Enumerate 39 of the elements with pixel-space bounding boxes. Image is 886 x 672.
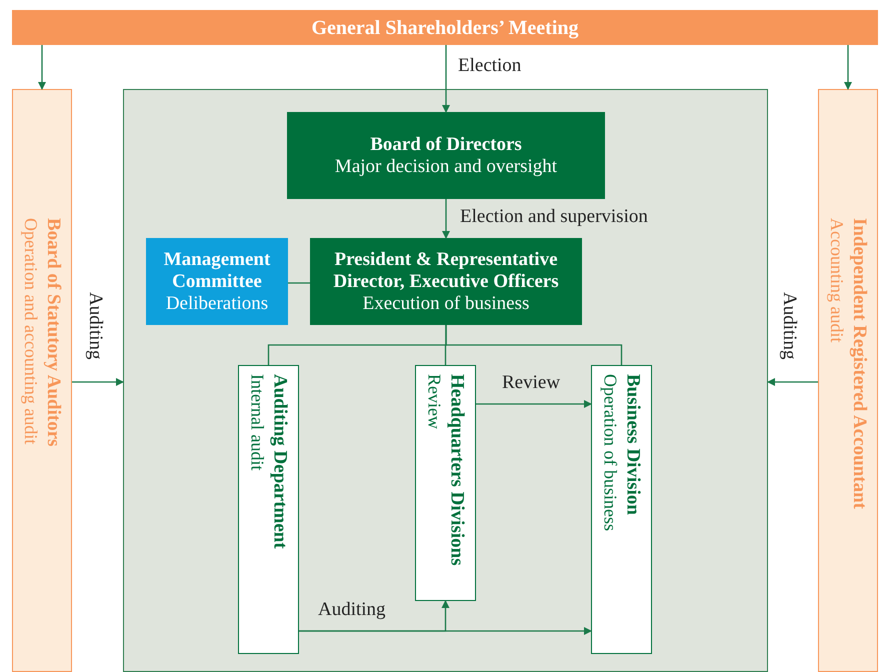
node-subtitle: Major decision and oversight (334, 156, 558, 178)
node-title: Business Division (622, 374, 644, 517)
organization-panel (123, 89, 768, 672)
node-subtitle: Review (424, 374, 446, 431)
node-title: General Shareholders’ Meeting (312, 16, 578, 40)
connector-arrow (299, 627, 592, 635)
node-title: Independent Registered Accountant (848, 218, 871, 511)
side-panel (12, 89, 72, 672)
node-subtitle: Operation of business (600, 374, 622, 533)
node-title: Headquarters Divisions (446, 374, 468, 568)
node-title: Board of Directors (370, 134, 522, 156)
committee-box (146, 238, 288, 325)
connector-arrow (442, 199, 450, 239)
header-bar (12, 10, 878, 45)
node-subtitle: Deliberations (166, 292, 268, 314)
connector-arrow (476, 400, 592, 408)
node-title: Auditing Department (268, 374, 290, 551)
side-panel (818, 89, 878, 672)
edge-label: Election and supervision (458, 206, 650, 228)
node-title: Management Committee (162, 248, 272, 292)
edge-label: Auditing (778, 290, 800, 362)
connector-arrow (38, 45, 46, 90)
node-title: Board of Statutory Auditors (42, 218, 65, 449)
edge-label: Auditing (84, 290, 106, 362)
division-box (238, 365, 299, 654)
connector-arrow (72, 378, 124, 386)
division-box (415, 365, 476, 601)
connector-arrow (844, 45, 852, 90)
node-title: President & Representative Director, Executive Officers (332, 248, 560, 292)
node-subtitle: Internal audit (246, 374, 268, 472)
edge-label: Auditing (316, 599, 388, 621)
division-box (591, 365, 652, 654)
connector-arrow (442, 45, 450, 113)
node-subtitle: Operation and accounting audit (20, 218, 42, 446)
node-subtitle: Accounting audit (826, 218, 848, 344)
process-box (310, 238, 582, 325)
node-subtitle: Execution of business (362, 292, 530, 314)
connector-arrow (767, 378, 818, 386)
process-box (287, 112, 605, 199)
